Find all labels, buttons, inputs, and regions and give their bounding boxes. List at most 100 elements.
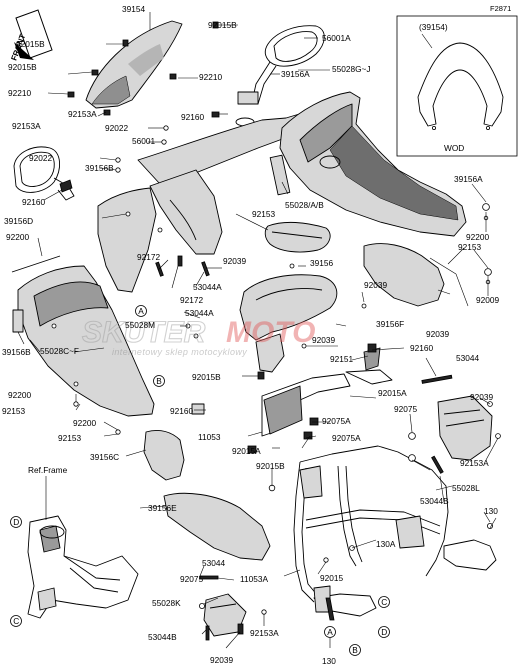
inset-variant-label: WOD bbox=[444, 143, 464, 153]
side-fairing-right-hole bbox=[319, 155, 341, 169]
mirror-left-drawing bbox=[13, 146, 60, 193]
part-label: 53044B bbox=[148, 632, 177, 642]
part-label: 92200 bbox=[466, 232, 489, 242]
spacer-39156B-left bbox=[12, 309, 24, 333]
part-label: 55028L bbox=[452, 483, 480, 493]
part-label: 92153A bbox=[68, 109, 97, 119]
inner-cover-left bbox=[97, 187, 157, 293]
svg-text:D: D bbox=[381, 627, 387, 637]
part-label: 53044B bbox=[420, 496, 449, 506]
inner-cover-center bbox=[149, 169, 223, 255]
part-label: 39156A bbox=[454, 174, 483, 184]
part-label: 92022 bbox=[105, 123, 128, 133]
part-label: 92015A bbox=[378, 388, 407, 398]
part-label: 39156E bbox=[148, 503, 177, 513]
ref-frame-drawing bbox=[27, 515, 139, 619]
part-label: 56001A bbox=[322, 33, 351, 43]
part-label: 92075A bbox=[322, 416, 351, 426]
watermark: SKUTER MOTO internetowy sklep motocyklow… bbox=[81, 315, 315, 357]
part-label: 39156B bbox=[2, 347, 31, 357]
bracket-55028K-line bbox=[209, 603, 237, 609]
part-label: 55028M bbox=[125, 320, 155, 330]
inner-cover-upper bbox=[137, 111, 315, 185]
part-label: 92015B bbox=[256, 461, 285, 471]
part-label: 55028G~J bbox=[332, 64, 371, 74]
duct-panel-line bbox=[271, 231, 323, 239]
part-label: 92075 bbox=[180, 574, 203, 584]
callout-d-left: D bbox=[10, 516, 22, 528]
hardware-items bbox=[51, 21, 501, 641]
svg-text:D: D bbox=[13, 517, 19, 527]
side-fairing-left-dark bbox=[33, 281, 109, 327]
part-label: 92160 bbox=[170, 406, 193, 416]
inset-box bbox=[396, 15, 518, 157]
svg-text:MOTO: MOTO bbox=[226, 316, 315, 349]
bracket-55028L-lines bbox=[443, 409, 485, 427]
svg-text:B: B bbox=[352, 645, 358, 655]
part-label: 53044 bbox=[456, 353, 479, 363]
part-label: 92160 bbox=[181, 112, 204, 122]
duct-panel-39156D bbox=[264, 221, 331, 253]
front-arrow: FRONT bbox=[9, 9, 53, 62]
part-label: 92153A bbox=[460, 458, 489, 468]
callout-c-left: C bbox=[10, 615, 22, 627]
part-label: 92015B bbox=[208, 20, 237, 30]
part-label: 92075 bbox=[394, 404, 417, 414]
mirror-right-base bbox=[237, 91, 259, 105]
svg-text:A: A bbox=[327, 627, 333, 637]
meter-cover-line bbox=[255, 288, 323, 301]
part-label: 11053A bbox=[240, 574, 268, 584]
part-label: 92160 bbox=[22, 197, 45, 207]
part-label: 92039 bbox=[364, 280, 387, 290]
svg-text:SKUTER: SKUTER bbox=[82, 316, 206, 349]
part-label: 53044 bbox=[202, 558, 225, 568]
main-stay-11053 bbox=[293, 445, 497, 617]
part-label: 92153A bbox=[12, 121, 41, 131]
ref-frame-label: Ref.Frame bbox=[28, 465, 68, 475]
part-label: 39154 bbox=[122, 4, 145, 14]
part-label: 39156F bbox=[376, 319, 404, 329]
meter-cover-drawing bbox=[239, 274, 338, 341]
windshield-tint bbox=[91, 75, 131, 105]
part-label: 39156 bbox=[310, 258, 333, 268]
svg-text:C: C bbox=[13, 616, 19, 626]
panel-39156C bbox=[143, 429, 185, 481]
part-label: 92039 bbox=[223, 256, 246, 266]
part-label: 55028K bbox=[152, 598, 181, 608]
part-label: 92015B bbox=[192, 372, 221, 382]
meter-bracket-body bbox=[263, 385, 303, 435]
mirror-left-glass bbox=[19, 151, 55, 187]
part-label: 92151 bbox=[330, 354, 353, 364]
part-label: 92015 bbox=[320, 573, 343, 583]
part-label: 53044A bbox=[185, 308, 214, 318]
part-label: 92009 bbox=[476, 295, 499, 305]
callout-c-right: C bbox=[378, 596, 390, 608]
part-label: 92015A bbox=[232, 446, 261, 456]
watermark-url: internetowy sklep motocyklowy bbox=[112, 347, 247, 357]
side-fairing-left-stripe bbox=[11, 255, 61, 273]
meter-bracket-arm bbox=[345, 369, 393, 385]
callout-b-lower: B bbox=[349, 644, 361, 656]
part-label: 92039 bbox=[210, 655, 233, 664]
bracket-55028L bbox=[437, 395, 493, 461]
inner-cover-edge bbox=[169, 199, 197, 241]
inset-ref-label: (39154) bbox=[419, 22, 448, 32]
panel-39156E bbox=[163, 492, 271, 561]
side-fairing-right-shade bbox=[329, 125, 459, 221]
inset-windshield-drawing bbox=[417, 42, 504, 127]
figure-id: F2871 bbox=[490, 4, 511, 13]
part-label: 39156B bbox=[85, 163, 114, 173]
part-label: 92172 bbox=[180, 295, 203, 305]
part-label: 92153 bbox=[458, 242, 481, 252]
part-label: 92075A bbox=[332, 433, 361, 443]
part-label: 92039 bbox=[470, 392, 493, 402]
side-fairing-right-dark bbox=[299, 103, 353, 163]
leader-lines bbox=[17, 12, 499, 649]
part-label: 92039 bbox=[426, 329, 449, 339]
part-label: 92015B bbox=[8, 62, 37, 72]
spacer-39156B-right bbox=[269, 154, 291, 196]
callout-a-lower: A bbox=[324, 626, 336, 638]
part-label: 92200 bbox=[73, 418, 96, 428]
part-label: 92200 bbox=[8, 390, 31, 400]
